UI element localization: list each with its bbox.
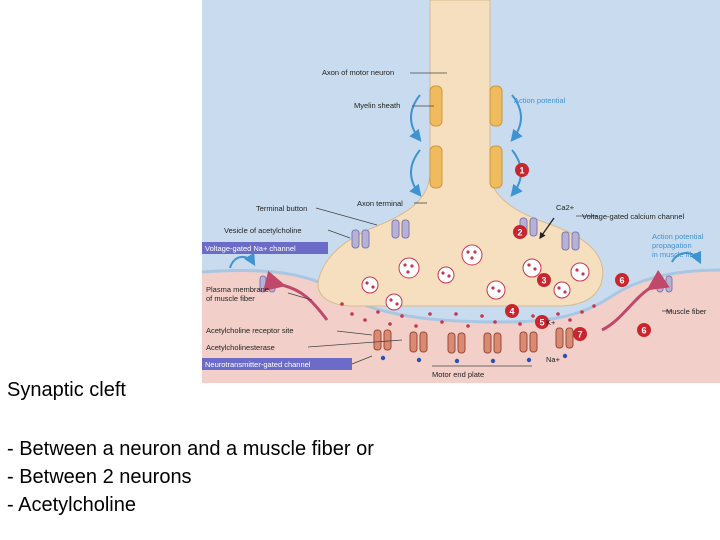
acetylcholine-molecules-in-vesicles: [365, 250, 585, 306]
label-box: [202, 358, 352, 370]
label-na-plus: Na+: [546, 355, 561, 364]
action-potential-arrow: [409, 149, 422, 197]
label-action-potential: Action potential: [514, 96, 566, 105]
leader-lines: [287, 72, 672, 367]
label-vesicle-of-acetylcholine: Vesicle of acetylcholine: [224, 226, 302, 235]
label-myelin-sheath: Myelin sheath: [354, 101, 400, 110]
myelin-sheath: [489, 85, 503, 127]
step-badge: 5: [535, 315, 549, 329]
step-number: 5: [539, 318, 544, 328]
step-number: 6: [641, 326, 646, 336]
myelin-sheath: [429, 145, 443, 189]
propagation-arrow: [263, 270, 329, 321]
synapse-diagram: 1 2 3 4 5 6 7 6 Axon of motor neuron Mye…: [201, 0, 720, 383]
action-potential-arrow: [409, 94, 422, 142]
action-potential-arrow: [510, 94, 523, 142]
acetylcholine-in-cleft: [340, 302, 596, 328]
step-badge: 1: [515, 163, 529, 177]
step-badge: 3: [537, 273, 551, 287]
step-number: 7: [577, 330, 582, 340]
step-number: 4: [509, 307, 514, 317]
step-badge: 2: [513, 225, 527, 239]
voltage-gated-calcium-channel: [351, 217, 580, 251]
step-number: 1: [519, 166, 524, 176]
step-badge: 6: [615, 273, 629, 287]
action-potential-arrow: [229, 252, 256, 269]
acetylcholine-vesicles: [361, 244, 590, 311]
myelin-sheath: [489, 145, 503, 189]
label-ca2: Ca2+: [556, 203, 575, 212]
step-badge: 4: [505, 304, 519, 318]
neurotransmitter-gated-channels: [373, 327, 574, 354]
label-plasma-membrane: Plasma membrane: [206, 285, 269, 294]
diagram-labels: Axon of motor neuron Myelin sheath Actio…: [206, 68, 707, 379]
bullet-item: - Acetylcholine: [7, 494, 136, 516]
label-k-plus: K+: [546, 318, 556, 327]
label-plasma-membrane: of muscle fiber: [206, 294, 255, 303]
label-neurotransmitter-gated-channel: Neurotransmitter-gated channel: [205, 360, 311, 369]
label-axon-terminal: Axon terminal: [357, 199, 403, 208]
label-ap-propagation: Action potential: [652, 232, 704, 241]
label-acetylcholinesterase: Acetylcholinesterase: [206, 343, 275, 352]
label-voltage-gated-calcium-channel: Voltage-gated calcium channel: [582, 212, 684, 221]
bullet-item: - Between a neuron and a muscle fiber or: [7, 438, 374, 460]
slide-title: Synaptic cleft: [7, 379, 126, 401]
sodium-ions: [380, 353, 568, 364]
label-terminal-button: Terminal button: [256, 204, 307, 213]
label-axon-of-motor-neuron: Axon of motor neuron: [322, 68, 394, 77]
calcium-influx-arrow: [539, 217, 555, 240]
step-number: 2: [517, 228, 522, 238]
label-ach-receptor-site: Acetylcholine receptor site: [206, 326, 294, 335]
label-box: [202, 242, 328, 254]
label-ap-propagation: propagation: [652, 241, 692, 250]
step-badge: 7: [573, 327, 587, 341]
bullet-list: - Between a neuron and a muscle fiber or…: [7, 435, 374, 519]
action-potential-arrow: [671, 250, 702, 265]
bullet-item: - Between 2 neurons: [7, 466, 192, 488]
step-badge: 6: [637, 323, 651, 337]
step-number: 6: [619, 276, 624, 286]
step-number: 3: [541, 276, 546, 286]
label-motor-end-plate: Motor end plate: [432, 370, 484, 379]
propagation-arrow: [601, 269, 670, 332]
label-voltage-gated-na-channel: Voltage-gated Na+ channel: [205, 244, 296, 253]
label-muscle-fiber: Muscle fiber: [666, 307, 707, 316]
label-ap-propagation: in muscle fiber: [652, 250, 701, 259]
motor-end-plate-membrane: [201, 268, 720, 324]
